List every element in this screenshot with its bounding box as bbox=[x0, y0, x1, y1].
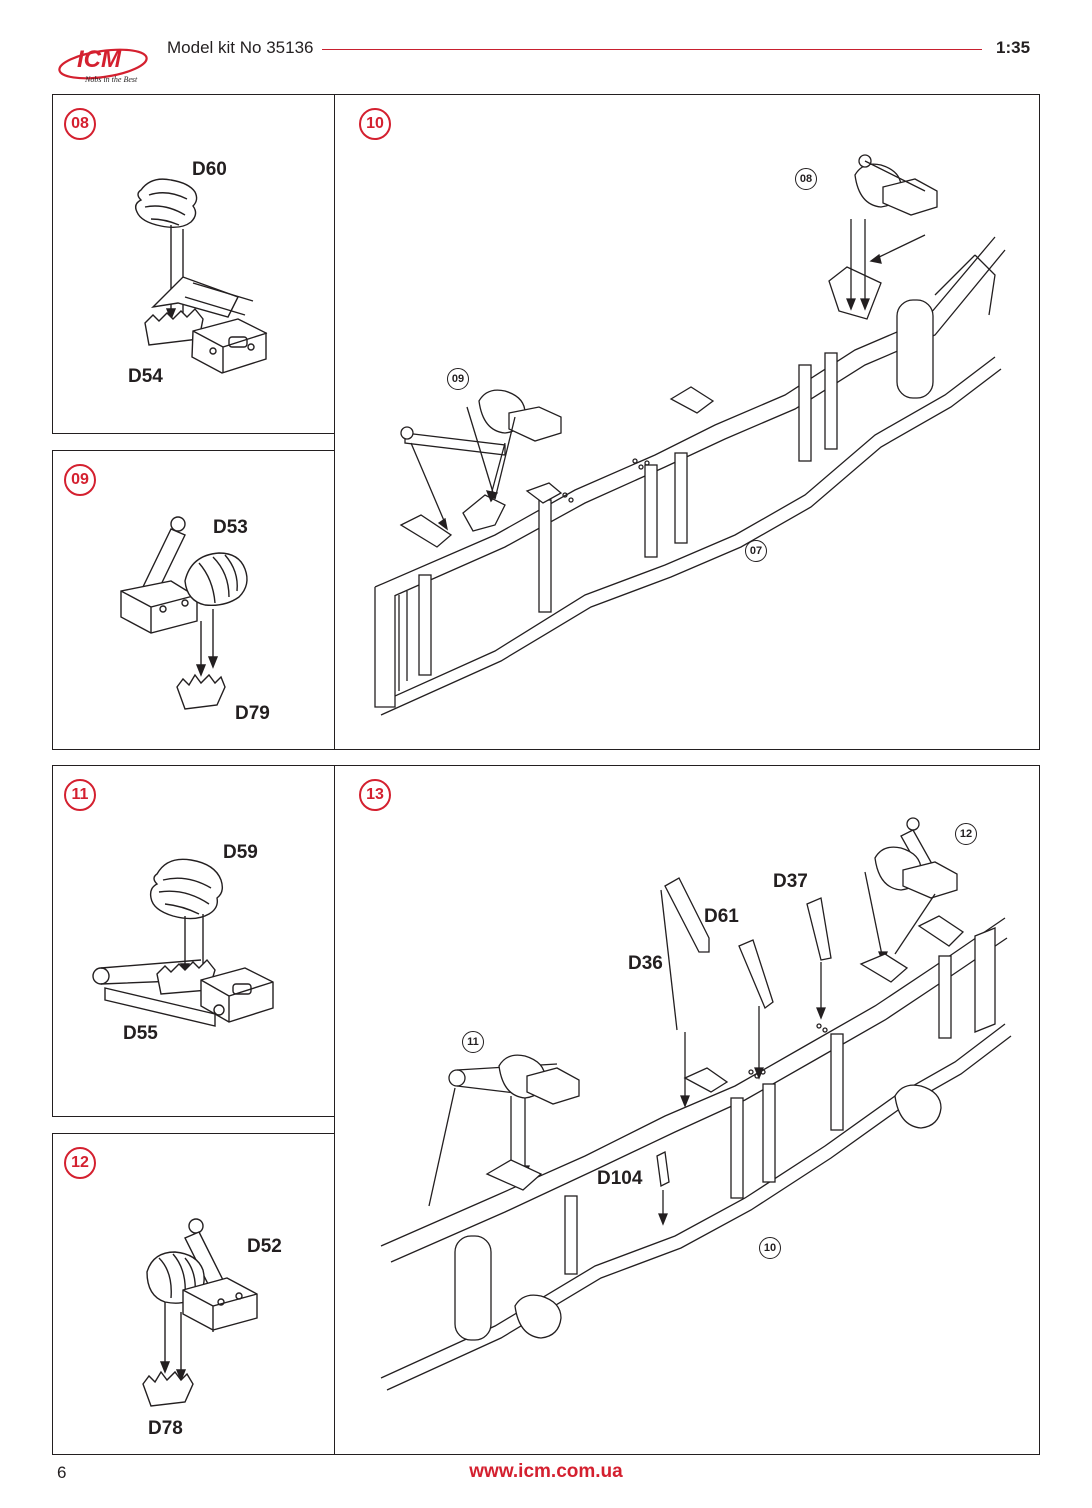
svg-text:Nobs in the Best: Nobs in the Best bbox=[84, 75, 138, 84]
model-kit-title: Model kit No 35136 bbox=[167, 38, 314, 57]
part-label: D78 bbox=[148, 1418, 183, 1439]
step-number-badge: 11 bbox=[64, 779, 96, 811]
part-label: D55 bbox=[123, 1023, 158, 1044]
part-label: D104 bbox=[597, 1168, 643, 1189]
part-label: D59 bbox=[223, 842, 258, 863]
step-panel-13: 13 D37 D61 D36 D104 12 11 10 bbox=[334, 765, 1040, 1455]
step-number-badge: 10 bbox=[359, 108, 391, 140]
subassembly-ref-11: 11 bbox=[462, 1031, 484, 1053]
part-label: D60 bbox=[192, 159, 227, 180]
suspension-assembly-drawing bbox=[134, 178, 268, 374]
step-number-badge: 09 bbox=[64, 464, 96, 496]
step-panel-08: 08 D60 D54 bbox=[52, 94, 335, 434]
suspension-assembly-drawing bbox=[142, 1218, 258, 1407]
step-number-badge: 08 bbox=[64, 108, 96, 140]
subassembly-ref-07: 07 bbox=[745, 540, 767, 562]
part-label: D36 bbox=[628, 953, 663, 974]
step-panel-09: 09 D53 D79 bbox=[52, 450, 335, 750]
part-label: D79 bbox=[235, 703, 270, 724]
chassis-frame-drawing bbox=[374, 154, 1006, 716]
step-panel-12: 12 D52 D78 bbox=[52, 1133, 335, 1455]
step-panel-11: 11 D59 D55 bbox=[52, 765, 335, 1117]
subassembly-ref-10: 10 bbox=[759, 1237, 781, 1259]
suspension-assembly-drawing bbox=[120, 516, 248, 710]
svg-text:ICM: ICM bbox=[77, 46, 122, 73]
chassis-frame-drawing bbox=[380, 817, 1012, 1391]
part-label: D61 bbox=[704, 906, 739, 927]
scale-label: 1:35 bbox=[996, 38, 1031, 57]
suspension-assembly-drawing bbox=[92, 858, 274, 1027]
part-label: D54 bbox=[128, 366, 163, 387]
part-label: D37 bbox=[773, 871, 808, 892]
subassembly-ref-08: 08 bbox=[795, 168, 817, 190]
website-link[interactable]: www.icm.com.ua bbox=[469, 1461, 623, 1482]
part-label: D52 bbox=[247, 1236, 282, 1257]
page-number: 6 bbox=[57, 1463, 67, 1482]
step-panel-10: 10 08 09 07 bbox=[334, 94, 1040, 750]
header-rule bbox=[322, 49, 982, 50]
step-number-badge: 12 bbox=[64, 1147, 96, 1179]
subassembly-ref-12: 12 bbox=[955, 823, 977, 845]
icm-logo: ICM Nobs in the Best bbox=[58, 46, 148, 84]
subassembly-ref-09: 09 bbox=[447, 368, 469, 390]
part-label: D53 bbox=[213, 517, 248, 538]
step-number-badge: 13 bbox=[359, 779, 391, 811]
